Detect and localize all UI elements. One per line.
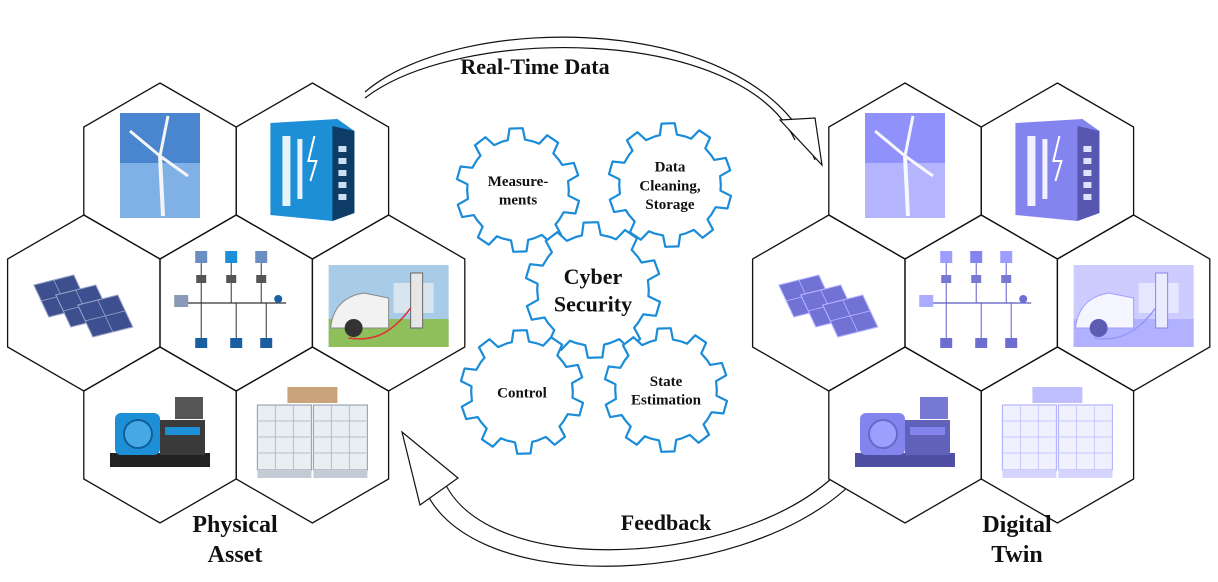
hydrogen-tank-hex xyxy=(236,347,389,523)
wind-turbine-image xyxy=(120,113,200,218)
hydrogen-tank-hex xyxy=(980,346,1135,524)
ev-charging-station-hex xyxy=(312,215,465,391)
wind-turbine-hex xyxy=(83,83,237,259)
measurements-gear: Measure-ments xyxy=(455,127,581,253)
diesel-generator-hex xyxy=(83,347,237,523)
physical-asset-caption-line2: Asset xyxy=(208,542,263,568)
physical-asset-hexagons xyxy=(6,82,466,524)
hydrogen-tank-hex xyxy=(235,346,390,524)
solar-panels-hex xyxy=(752,215,905,391)
diesel-generator-image xyxy=(855,397,955,467)
energy-storage-container-hex xyxy=(981,83,1134,259)
wind-turbine-image xyxy=(865,113,945,218)
hydrogen-tank-hex xyxy=(981,347,1134,523)
cyber-security-label-line1: Cyber xyxy=(564,264,623,289)
microgrid-schematic-hex xyxy=(160,215,313,391)
hydrogen-tank-image xyxy=(1001,387,1114,478)
real-time-data-arrow xyxy=(364,36,823,167)
measurements-label-line2: ments xyxy=(499,193,537,209)
solar-panels-image xyxy=(778,274,879,338)
digital-twin-caption-line2: Twin xyxy=(991,542,1043,568)
real-time-data-label: Real-Time Data xyxy=(460,54,609,79)
control-label-line1: Control xyxy=(497,385,547,401)
digital-twin-hexagons xyxy=(752,83,1210,523)
microgrid-schematic-image xyxy=(174,251,287,348)
energy-storage-container-image xyxy=(270,119,355,221)
digital-twin-outlines xyxy=(751,82,1211,524)
ev-charging-station-image xyxy=(328,265,449,347)
data-cleaning-label-line3: Storage xyxy=(645,197,694,213)
measurements-label-line1: Measure- xyxy=(488,174,549,190)
control-gear: Control xyxy=(459,329,585,455)
feedback-label: Feedback xyxy=(621,510,712,535)
hydrogen-tank-image xyxy=(256,387,369,478)
ev-charging-station-hex xyxy=(1057,215,1210,391)
energy-storage-container-hex xyxy=(236,83,389,259)
state-estimation-label-line2: Estimation xyxy=(631,393,702,409)
cyber-security-label-line2: Security xyxy=(554,291,632,316)
physical-asset-caption-line1: Physical xyxy=(192,512,278,538)
diesel-generator-hex xyxy=(828,347,982,523)
solar-panels-hex xyxy=(7,215,160,391)
feedback-arrow xyxy=(400,430,851,567)
microgrid-schematic-image xyxy=(919,251,1032,348)
microgrid-schematic-hex xyxy=(905,215,1058,391)
ev-charging-station-image xyxy=(1073,265,1194,347)
data-cleaning-label-line2: Cleaning, xyxy=(639,178,701,194)
state-estimation-label-line1: State xyxy=(650,374,683,390)
data-cleaning-label-line1: Data xyxy=(655,160,686,176)
digital-twin-caption-line1: Digital xyxy=(982,512,1052,538)
energy-storage-container-image xyxy=(1015,119,1100,221)
solar-panels-image xyxy=(33,274,134,338)
wind-turbine-hex xyxy=(828,83,982,259)
diesel-generator-image xyxy=(110,397,210,467)
